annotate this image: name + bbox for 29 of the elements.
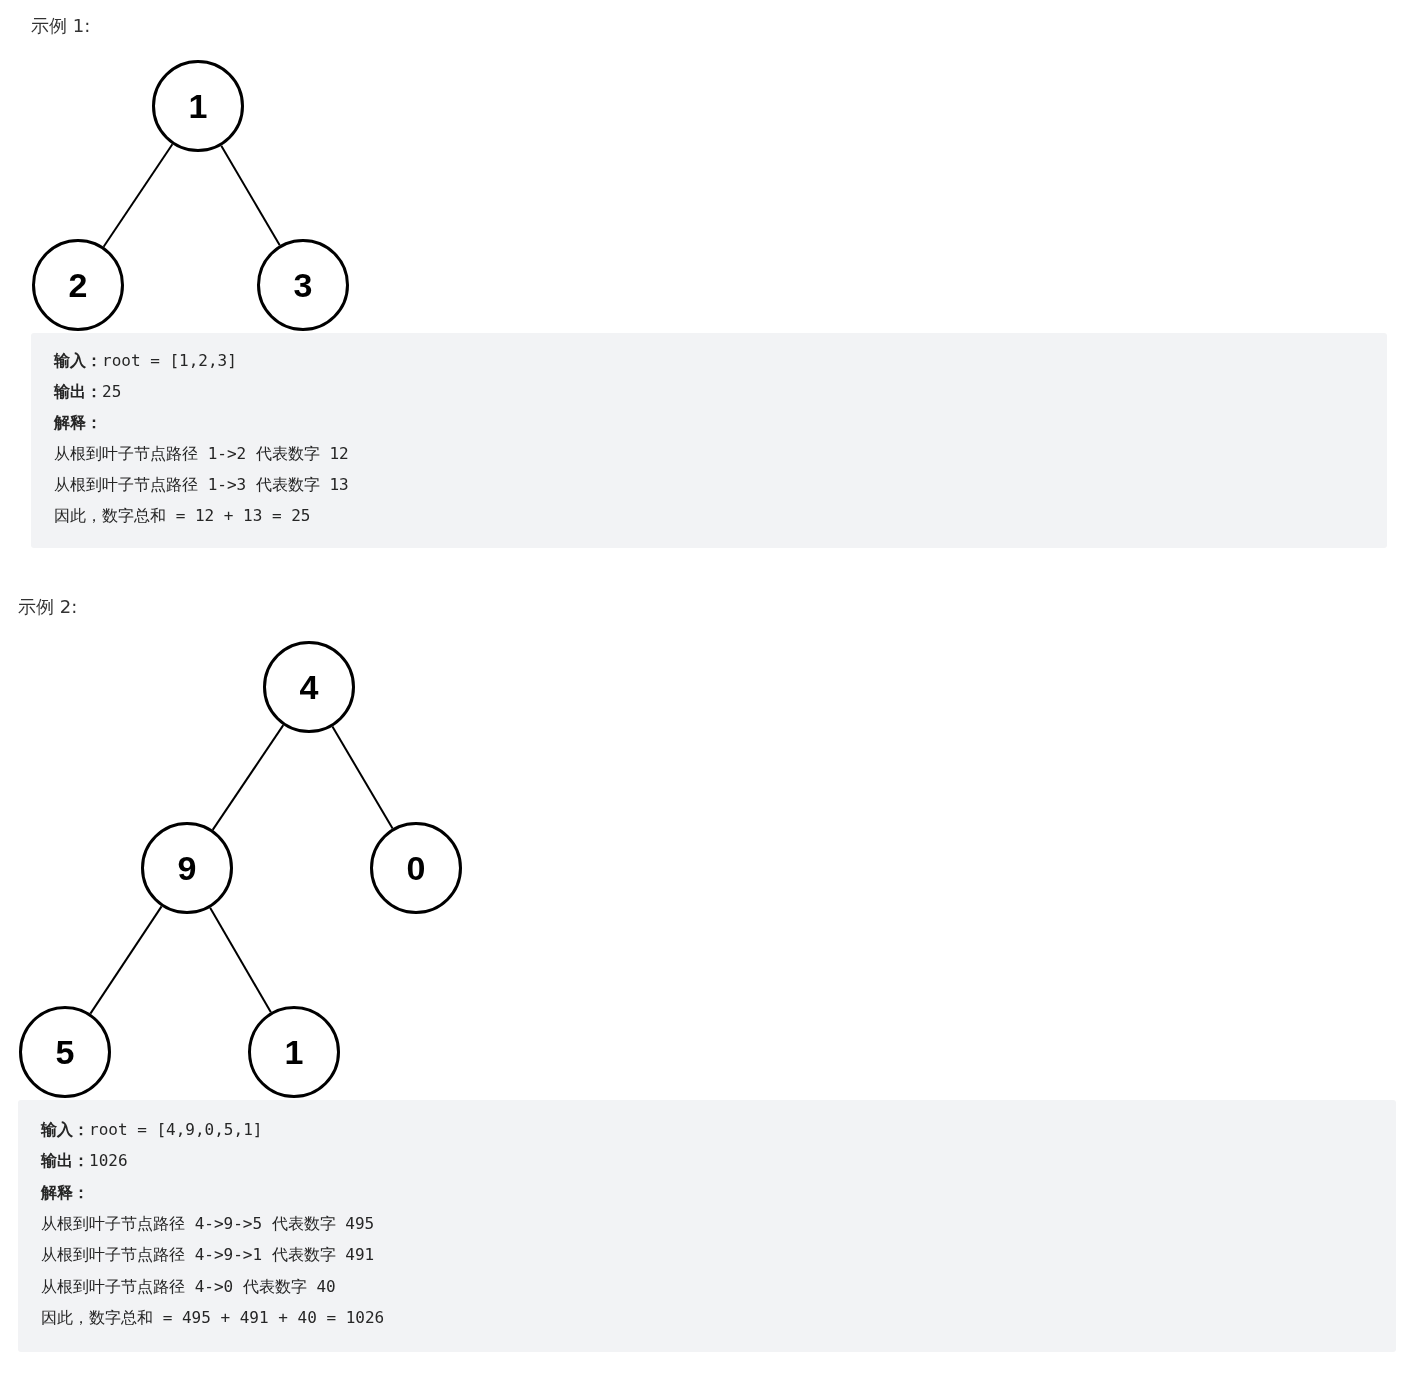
tree-node-circle: 0 — [370, 822, 462, 914]
tree-node-circle: 1 — [248, 1006, 340, 1098]
tree-edge — [209, 906, 272, 1014]
tree-edge — [331, 725, 394, 830]
code-line: 因此，数字总和 = 495 + 491 + 40 = 1026 — [41, 1306, 385, 1329]
code-line: 因此，数字总和 = 12 + 13 = 25 — [54, 505, 311, 527]
code-line: 解释： — [54, 412, 102, 434]
tree-node-circle: 5 — [19, 1006, 111, 1098]
code-line: 从根到叶子节点路径 4->9->5 代表数字 495 — [41, 1212, 375, 1235]
code-line: 从根到叶子节点路径 1->3 代表数字 13 — [54, 474, 349, 496]
tree-node-circle: 1 — [152, 60, 244, 152]
tree-node-circle: 2 — [32, 239, 124, 331]
tree-node-circle: 4 — [263, 641, 355, 733]
code-line: 从根到叶子节点路径 4->0 代表数字 40 — [41, 1275, 336, 1298]
tree-edge — [89, 905, 163, 1015]
code-line: 解释： — [41, 1181, 89, 1204]
tree-edge — [211, 724, 285, 831]
tree-edge — [102, 143, 174, 248]
tree-edge — [220, 144, 281, 247]
tree-node-circle: 3 — [257, 239, 349, 331]
code-line: 输入：root = [1,2,3] — [54, 350, 237, 372]
code-line: 输出：1026 — [41, 1150, 128, 1173]
code-line: 输入：root = [4,9,0,5,1] — [41, 1119, 263, 1141]
code-line: 从根到叶子节点路径 4->9->1 代表数字 491 — [41, 1244, 375, 1267]
code-line: 输出：25 — [54, 381, 122, 403]
tree-node-circle: 9 — [141, 822, 233, 914]
example-heading: 示例 2: — [18, 595, 78, 619]
example-heading: 示例 1: — [31, 14, 91, 38]
code-line: 从根到叶子节点路径 1->2 代表数字 12 — [54, 443, 349, 465]
